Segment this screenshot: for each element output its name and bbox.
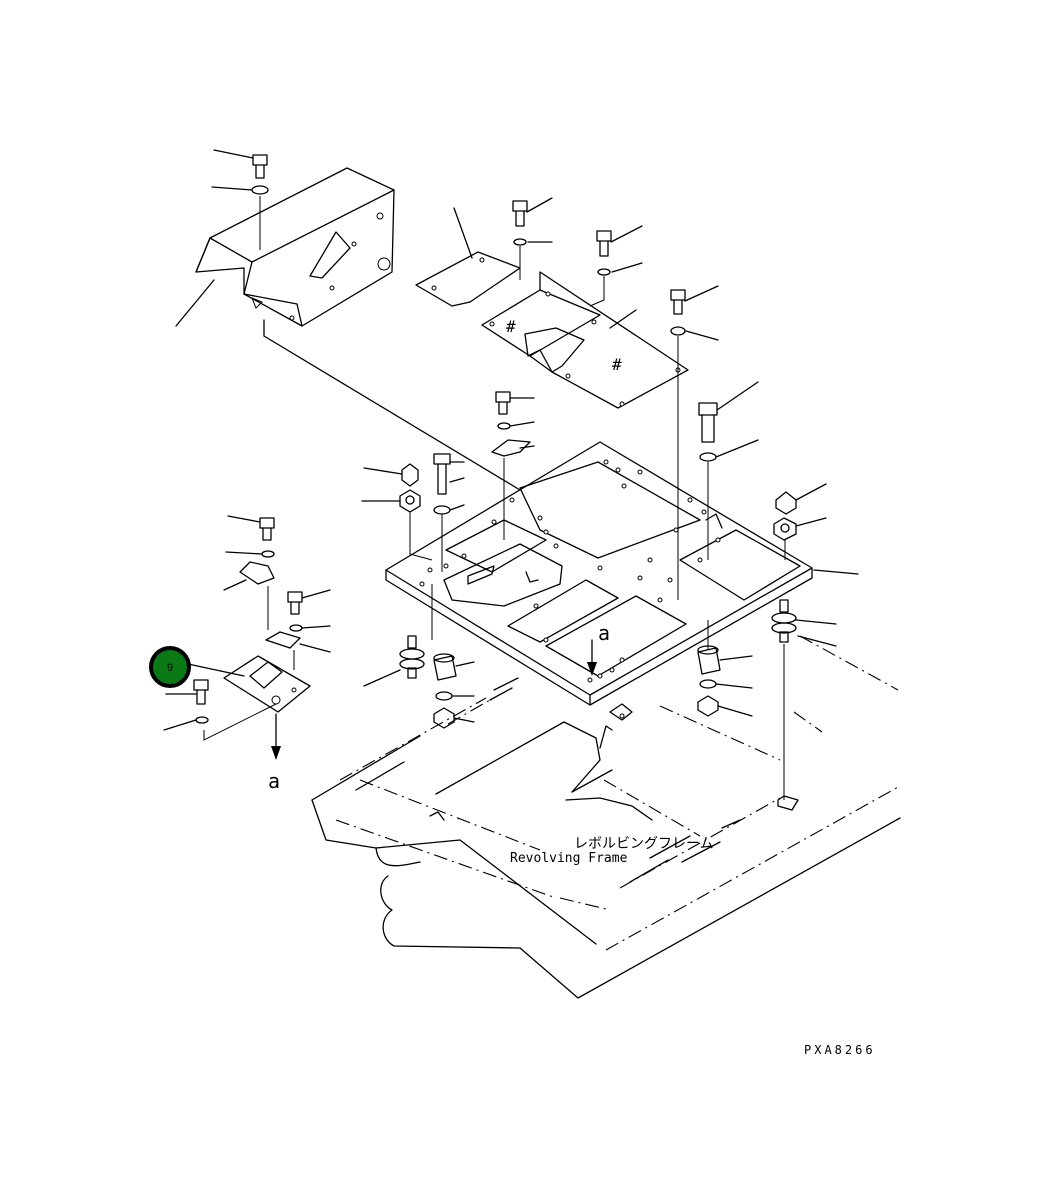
view-marker-plate: a	[598, 621, 610, 645]
upper-left-cover	[175, 149, 521, 491]
frame-label-jp: レボルビングフレーム	[574, 836, 714, 852]
callout-number: 9	[167, 662, 173, 674]
floor-plate: a	[385, 441, 859, 706]
view-marker-bracket: a	[268, 769, 280, 793]
callout-9[interactable]: 9	[149, 646, 191, 688]
callout-circle[interactable]	[149, 646, 191, 688]
plate-fasteners	[361, 381, 837, 800]
drawing-code: PXA8266	[804, 1043, 876, 1057]
left-bracket-assembly: a	[163, 515, 331, 793]
frame-label-en: Revolving Frame	[510, 851, 628, 866]
floor-plate-holes	[419, 459, 721, 683]
revolving-frame: レボルビングフレーム Revolving Frame	[311, 635, 901, 999]
svg-text:#: #	[506, 317, 516, 336]
svg-text:#: #	[612, 355, 622, 374]
upper-cover-plates: # #	[415, 197, 719, 600]
